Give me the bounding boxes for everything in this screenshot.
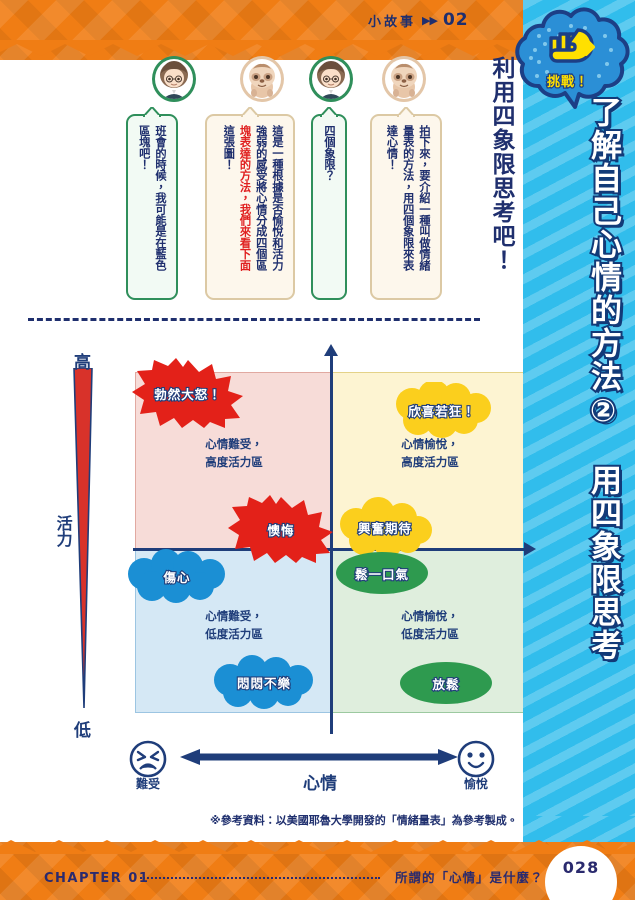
avatar-girl-2 [309, 56, 353, 102]
speech-box-4: 拍下來，要介紹一種叫做情緒 量表的方法，用四個象限來表 達心情！ [370, 107, 442, 300]
cloud-shape [214, 655, 313, 709]
x-axis-arrow-icon [524, 542, 536, 556]
top-zigzag-edge [0, 40, 635, 62]
cloud-shape [396, 382, 491, 438]
speech-line: 班會的時候，我可能是在藍色 [154, 125, 167, 271]
page-title-vertical: 了解自己心情的方法② 用四象限思考 [583, 94, 623, 664]
starburst-shape [132, 358, 243, 428]
emotion-token-label: 欣喜若狂！ [407, 402, 476, 419]
bubble-tail-icon [397, 107, 415, 117]
speech-box-1: 班會的時候，我可能是在藍色 區塊吧！ [126, 107, 178, 300]
quadrant-label-line2: 高度活力區 [401, 454, 459, 469]
x-axis-left-label: 難受 [135, 777, 160, 791]
emotion-token-label: 勃然大怒！ [153, 385, 222, 402]
girl-avatar-icon [160, 61, 188, 99]
section-divider [28, 318, 480, 321]
quadrant-label-bottom-right: 心情愉悅， 低度活力區 [378, 608, 482, 644]
quadrant-label-top-right: 心情愉悅， 高度活力區 [378, 436, 482, 472]
starburst-shape [228, 495, 333, 563]
emotion-token-label: 悶悶不樂 [236, 674, 291, 691]
ellipse-shape [400, 662, 492, 704]
y-axis-line [330, 352, 333, 734]
quadrant-label-line1: 心情愉悅， [401, 609, 459, 623]
avatar-sloth-2 [382, 56, 426, 102]
speech-box-3: 四個象限？ [311, 107, 347, 300]
emotion-token-sad: 傷心 [122, 548, 232, 604]
challenge-badge: 挑戰！ [513, 6, 631, 110]
x-axis-line [133, 548, 528, 551]
x-axis-title: 心情 [303, 774, 337, 794]
footer-chapter: CHAPTER 01 [44, 871, 150, 886]
speech-line: 強弱的感受將心情分成四個區 [254, 125, 268, 271]
sloth-avatar-icon [391, 63, 417, 98]
speech-line: 達心情！ [385, 125, 399, 170]
frowning-face-icon [128, 739, 168, 784]
source-note: ※參考資料：以美國耶魯大學開發的「情緒量表」為參考製成。 [210, 814, 518, 827]
footer-zigzag-edge [0, 836, 635, 854]
emotion-token-label: 鬆一口氣 [354, 565, 409, 582]
quadrant-label-bottom-left: 心情難受， 低度活力區 [182, 608, 286, 644]
y-axis-low-label: 低 [74, 721, 91, 741]
fist-icon [549, 28, 595, 63]
double-arrow-icon: ▶▶ [422, 13, 438, 27]
speech-line: 拍下來，要介紹一種叫做情緒 [418, 125, 431, 271]
quadrant-label-top-left: 心情難受， 高度活力區 [182, 436, 286, 472]
right-blue-banner [523, 0, 635, 848]
emotion-token-label: 興奮期待 [357, 519, 412, 536]
bubble-tail-icon [320, 107, 338, 117]
emotion-token-label: 懊悔 [266, 521, 295, 538]
sloth-avatar-icon [249, 63, 275, 98]
top-kicker-text: 小故事 [368, 14, 417, 30]
emotion-token-relaxed: 放鬆 [400, 662, 492, 704]
emotion-token-regret: 懊悔 [226, 495, 336, 563]
top-kicker: 小故事 ▶▶ 02 [368, 10, 469, 30]
quadrant-label-line2: 高度活力區 [205, 454, 263, 469]
quadrant-label-line1: 心情愉悅， [401, 437, 459, 451]
bubble-tail-icon [143, 107, 161, 117]
y-axis-title: 活力 [53, 515, 73, 547]
subtitle-vertical: 利用四象限思考吧！ [488, 56, 514, 272]
speech-line: 四個象限？ [323, 125, 336, 181]
speech-line: 量表的方法，用四個象限來表 [401, 125, 415, 271]
emotion-token-label: 傷心 [162, 568, 191, 585]
y-axis-arrow-icon [324, 344, 338, 356]
footer-dotted-rule [140, 877, 380, 880]
x-axis-right-label: 愉悅 [463, 777, 488, 791]
page-number: 028 [562, 858, 600, 877]
emotion-token-excited: 興奮期待 [334, 496, 436, 558]
x-axis-block: 心情 難受 愉悅 [120, 735, 520, 815]
top-kicker-number: 02 [442, 10, 469, 30]
quadrant-label-line2: 低度活力區 [205, 626, 263, 641]
page-number-badge: 028 [545, 846, 617, 918]
avatar-girl-1 [152, 56, 196, 102]
speech-line: 區塊吧！ [137, 125, 151, 170]
emotion-token-label: 放鬆 [431, 675, 460, 692]
bubble-tail-icon [241, 107, 259, 117]
quadrant-label-line2: 低度活力區 [401, 626, 459, 641]
quadrant-label-line1: 心情難受， [205, 609, 263, 623]
emotion-token-relief: 鬆一口氣 [336, 552, 428, 594]
vitality-wedge-icon [70, 367, 96, 713]
girl-avatar-icon [317, 61, 345, 99]
mood-double-arrow-icon [180, 749, 458, 765]
ellipse-shape [336, 552, 428, 594]
smiling-face-icon [456, 739, 496, 784]
challenge-label: 挑戰！ [546, 74, 590, 92]
speech-line-highlight: 塊表達的方法，我們來看下面 [238, 125, 252, 271]
footer-section-title: 所謂的「心情」是什麼？ [395, 870, 544, 885]
quadrant-label-line1: 心情難受， [205, 437, 263, 451]
speech-line: 這是一種根據是否愉悅和活力 [271, 125, 284, 271]
emotion-token-rage: 勃然大怒！ [130, 358, 246, 428]
avatar-sloth-1 [240, 56, 284, 102]
speech-box-2: 這是一種根據是否愉悅和活力 強弱的感受將心情分成四個區 塊表達的方法，我們來看下… [205, 107, 295, 300]
cloud-shape [340, 497, 432, 557]
emotion-token-ecstatic: 欣喜若狂！ [388, 382, 496, 440]
emotion-token-gloomy: 悶悶不樂 [208, 654, 320, 710]
cloud-shape [128, 549, 225, 603]
y-axis-high-label: 高 [74, 353, 91, 373]
speech-line: 這張圖！ [222, 125, 236, 170]
